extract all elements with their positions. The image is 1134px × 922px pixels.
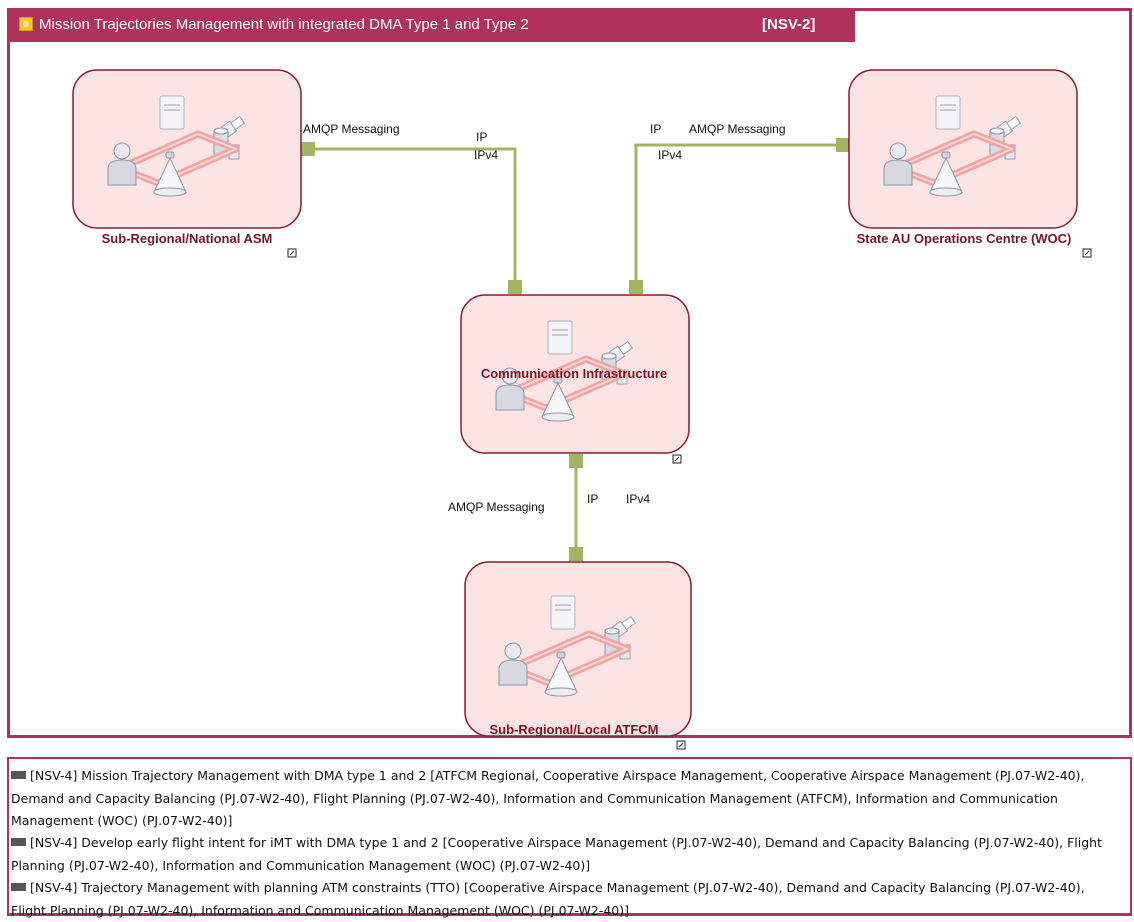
note-icon [11, 771, 26, 779]
connector-port[interactable] [301, 142, 315, 156]
connector-port[interactable] [629, 280, 643, 294]
notes-panel: [NSV-4] Mission Trajectory Management wi… [7, 757, 1132, 918]
note-text: [NSV-4] Mission Trajectory Management wi… [11, 768, 1085, 828]
note-item[interactable]: [NSV-4] Develop early flight intent for … [11, 832, 1121, 877]
expand-icon-glyph [289, 250, 295, 256]
node-label: State AU Operations Centre (WOC) [857, 231, 1072, 246]
connector-label: AMQP Messaging [448, 500, 545, 514]
connector-label: IP [476, 130, 487, 144]
connector-label: IP [587, 492, 598, 506]
node-communication-infrastructure[interactable]: Communication Infrastructure [460, 294, 690, 464]
diagram-view-tag: [NSV-2] [762, 16, 816, 33]
diagram-title: Mission Trajectories Management with int… [39, 16, 529, 33]
connector-line[interactable] [634, 143, 843, 287]
note-item[interactable]: [NSV-4] Trajectory Management with plann… [11, 877, 1121, 922]
note-text: [NSV-4] Trajectory Management with plann… [11, 880, 1085, 918]
connector-label: AMQP Messaging [303, 122, 400, 136]
node-box[interactable] [72, 69, 302, 229]
node-state-au-operations-centre[interactable]: State AU Operations Centre (WOC) [848, 69, 1092, 258]
note-item[interactable]: [NSV-4] Mission Trajectory Management wi… [11, 765, 1121, 833]
node-sub-regional-local-atfcm[interactable]: Sub-Regional/Local ATFCM [464, 561, 692, 750]
note-icon [11, 883, 26, 891]
connector-label: IP [650, 122, 661, 136]
connectors [301, 138, 850, 561]
diagram-icon [19, 17, 33, 31]
node-sub-regional-national-asm[interactable]: Sub-Regional/National ASM [72, 69, 302, 258]
connector-port[interactable] [569, 454, 583, 468]
connector-label: IPv4 [658, 148, 682, 162]
connector-port[interactable] [569, 547, 583, 561]
nodes: Sub-Regional/National ASM State AU Operat… [72, 69, 1092, 750]
diagram-title-tab: Mission Trajectories Management with int… [7, 8, 855, 42]
node-box[interactable] [848, 69, 1078, 229]
note-text: [NSV-4] Develop early flight intent for … [11, 835, 1103, 873]
connector-line[interactable] [308, 147, 517, 287]
node-label: Communication Infrastructure [481, 366, 667, 381]
expand-icon-glyph [678, 742, 684, 748]
node-label: Sub-Regional/National ASM [102, 231, 273, 246]
node-box[interactable] [464, 561, 692, 737]
expand-icon-glyph [674, 456, 680, 462]
node-label: Sub-Regional/Local ATFCM [490, 722, 659, 737]
connector-label: IPv4 [474, 148, 498, 162]
connector-label: IPv4 [626, 492, 650, 506]
expand-icon-glyph [1084, 250, 1090, 256]
connector-port[interactable] [836, 138, 850, 152]
note-icon [11, 838, 26, 846]
connector-label: AMQP Messaging [689, 122, 786, 136]
connector-port[interactable] [508, 280, 522, 294]
node-box[interactable] [460, 294, 690, 454]
